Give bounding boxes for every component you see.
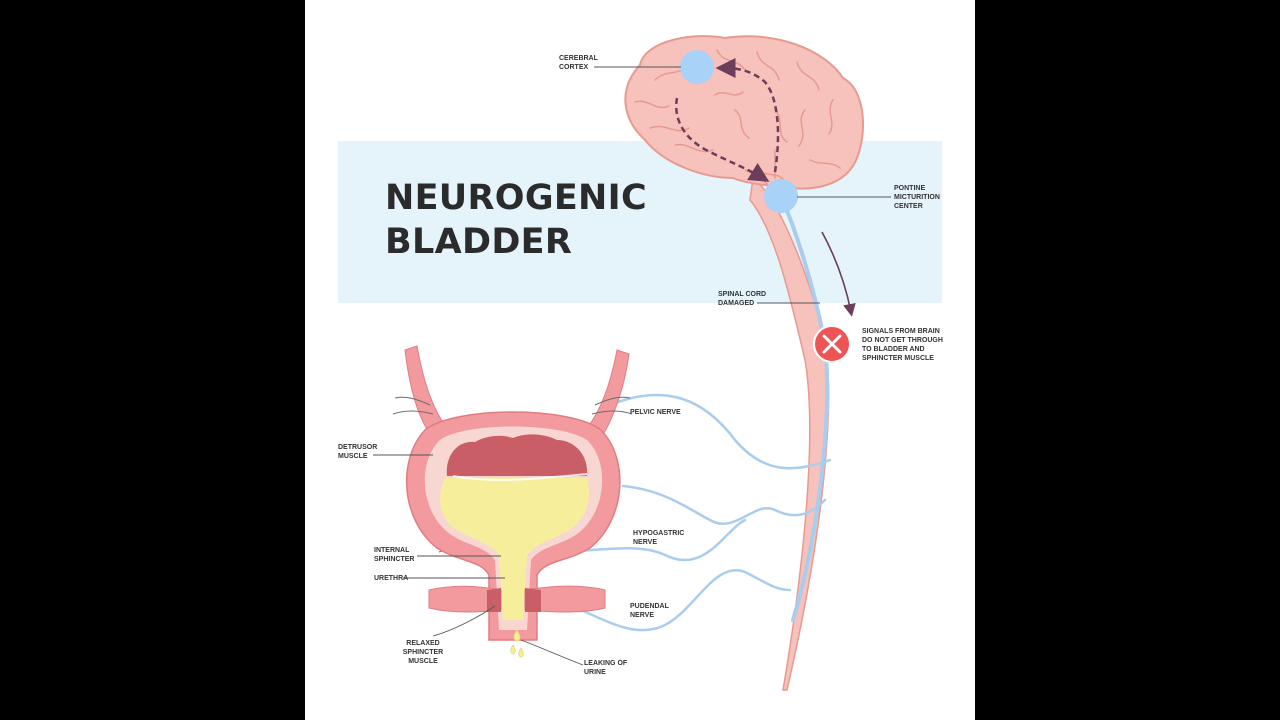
pelvic-nerve-line: [601, 393, 832, 470]
brain-folds: [634, 49, 841, 179]
urine-drop-3: [518, 647, 524, 658]
label-internal-sphincter: INTERNAL SPHINCTER: [374, 547, 415, 563]
urethra: [507, 560, 519, 618]
label-spinal-cord: SPINAL CORD DAMAGED: [718, 291, 767, 307]
title-line-2: BLADDER: [385, 222, 573, 262]
label-hypogastric-nerve: HYPOGASTRIC NERVE: [633, 530, 685, 546]
spinal-cord: [749, 176, 830, 691]
label-pontine-center: PONTINE MICTURITION CENTER: [894, 185, 940, 210]
blocked-x-icon: [813, 325, 851, 363]
signal-path-descending: [675, 97, 770, 182]
title-line-1: NEUROGENIC: [385, 178, 647, 218]
label-pelvic-nerve: PELVIC NERVE: [630, 409, 681, 416]
label-relaxed-sphincter: RELAXED SPHINCTER MUSCLE: [402, 640, 444, 665]
label-urethra: URETHRA: [374, 575, 409, 582]
cerebral-cortex-node: [680, 50, 714, 84]
urine-drop-1: [513, 629, 521, 642]
hypogastric-branch-line: [565, 518, 747, 562]
diagram-panel: NEUROGENIC BLADDER: [305, 0, 975, 720]
label-detrusor-muscle: DETRUSOR MUSCLE: [338, 444, 378, 460]
label-cerebral-cortex: CEREBRAL CORTEX: [559, 55, 598, 71]
diagram-title: NEUROGENIC BLADDER: [385, 176, 647, 264]
nerves: [553, 393, 832, 632]
label-pudendal-nerve: PUDENDAL NERVE: [630, 603, 669, 619]
relaxed-sphincter-left: [487, 588, 501, 612]
detrusor-muscle: [446, 434, 588, 476]
urine-surface: [452, 473, 588, 481]
label-signals: SIGNALS FROM BRAIN DO NOT GET THROUGH TO…: [862, 328, 943, 362]
brain: [624, 35, 865, 190]
label-leaking-urine: LEAKING OF URINE: [584, 660, 628, 676]
signal-arrow: [821, 231, 856, 317]
pontine-center-node: [764, 179, 798, 213]
urine: [440, 478, 589, 620]
leader-lines: [373, 66, 891, 666]
relaxed-sphincter-right: [525, 588, 541, 612]
signal-path-ascending: [715, 58, 780, 173]
pudendal-nerve-line: [553, 568, 792, 632]
anatomy-illustration: [373, 35, 891, 691]
pelvic-floor-right: [524, 585, 606, 613]
urine-drop-2: [510, 644, 516, 655]
hypogastric-nerve-line: [621, 484, 827, 526]
